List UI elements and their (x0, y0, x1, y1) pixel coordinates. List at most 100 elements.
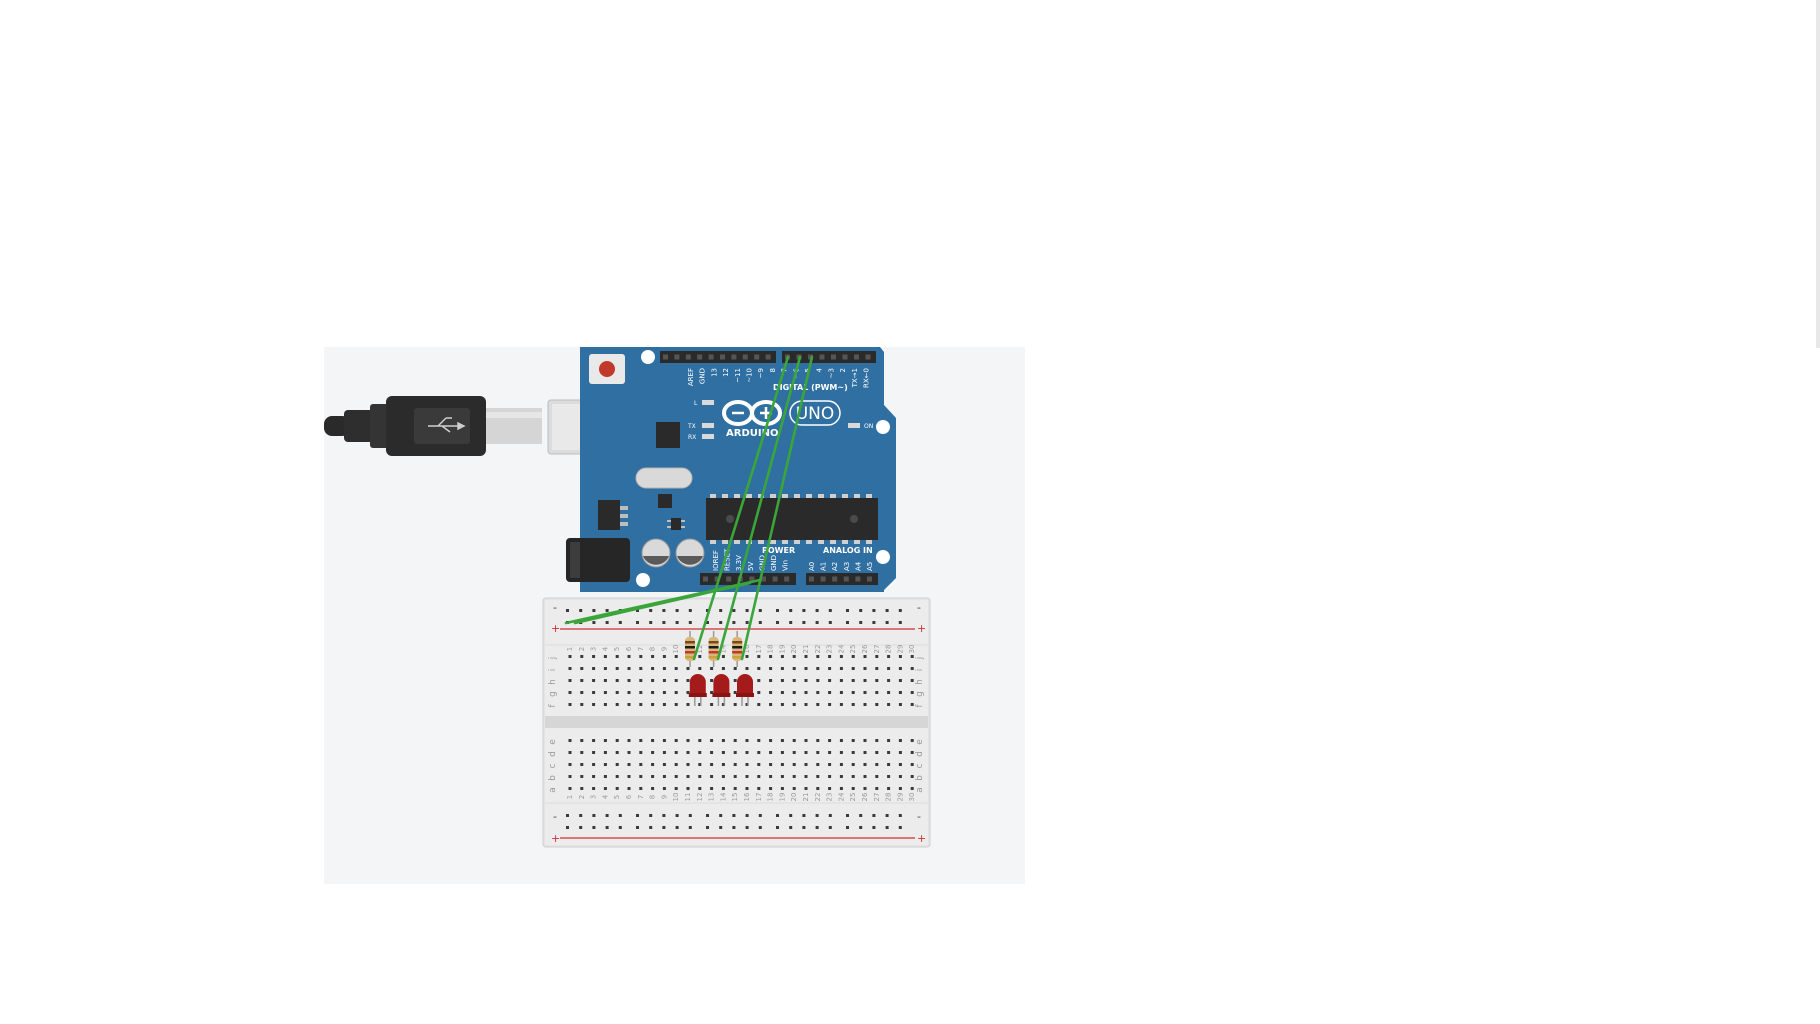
resistor[interactable] (732, 631, 743, 667)
power-pin-label: RESET (724, 548, 732, 571)
arduino-logo-text: ARDUINO (726, 428, 778, 439)
row-letter: a (548, 787, 558, 793)
row-letter: j (548, 657, 558, 661)
components[interactable] (685, 631, 754, 706)
column-number: 21 (802, 645, 810, 654)
column-number: 11 (684, 793, 692, 802)
digital-pin-label: ~11 (734, 368, 742, 383)
capacitor (675, 538, 705, 568)
column-number: 27 (873, 793, 881, 802)
row-letter: h (548, 679, 558, 685)
row-letter: d (915, 751, 925, 757)
digital-pin-label: ~9 (757, 368, 765, 378)
column-number: 18 (767, 793, 775, 802)
digital-pin-label: TX→1 (851, 368, 859, 388)
column-number: 2 (578, 795, 586, 799)
row-letter: d (548, 751, 558, 757)
column-number: 16 (743, 792, 751, 801)
column-number: 2 (578, 647, 586, 651)
column-number: 26 (861, 644, 869, 653)
column-number: 13 (708, 793, 716, 802)
svg-text:L: L (694, 400, 698, 407)
usb-icon (428, 417, 466, 433)
column-number: 26 (861, 792, 869, 801)
mounting-hole (876, 550, 890, 564)
row-letter: f (548, 704, 558, 708)
digital-header-left[interactable] (660, 351, 776, 363)
column-number: 5 (613, 795, 621, 799)
red-led[interactable] (688, 674, 707, 706)
column-number: 29 (896, 793, 904, 802)
analog-pin-label: A0 (808, 562, 816, 571)
column-number: 1 (566, 795, 574, 799)
column-number: 23 (826, 645, 834, 654)
column-number: 21 (802, 793, 810, 802)
jumper-wire[interactable] (740, 355, 814, 661)
column-number: 7 (637, 647, 645, 651)
column-number: 20 (790, 793, 798, 802)
digital-pin-label: RX←0 (863, 368, 871, 388)
column-number: 16 (743, 644, 751, 653)
column-number: 30 (908, 645, 916, 654)
power-pin-label: GND (770, 555, 778, 571)
column-number: 12 (696, 793, 704, 802)
resistor[interactable] (685, 631, 695, 667)
column-number: 1 (566, 647, 574, 651)
analog-pin-label: A2 (831, 562, 839, 571)
column-number: 14 (719, 644, 727, 653)
column-number: 6 (625, 794, 633, 799)
breadboard-holes[interactable] (566, 609, 914, 829)
mounting-hole (636, 573, 650, 587)
column-number: 9 (660, 647, 668, 651)
analog-pin-label: A5 (866, 562, 874, 571)
arduino-uno-board[interactable]: ARDUINO UNO DIGITAL (PWM~) POWER ANALOG … (566, 347, 896, 592)
column-number: 4 (601, 646, 609, 651)
svg-text:RX: RX (688, 434, 696, 441)
row-letter: c (548, 763, 558, 768)
column-number: 5 (613, 647, 621, 651)
column-number: 19 (778, 645, 786, 654)
mounting-hole (876, 420, 890, 434)
column-number: 23 (826, 793, 834, 802)
power-jack[interactable] (566, 538, 630, 582)
power-pin-label: 3.3V (735, 555, 743, 571)
reset-button[interactable] (589, 354, 625, 384)
rail-minus-label: - (553, 810, 557, 823)
column-number: 20 (790, 645, 798, 654)
column-number: 22 (814, 645, 822, 654)
column-number: 17 (755, 793, 763, 802)
digital-pin-label: ~10 (746, 368, 754, 383)
power-header[interactable] (700, 573, 796, 585)
analog-header[interactable] (806, 573, 878, 585)
column-number: 8 (649, 647, 657, 651)
resistor[interactable] (708, 631, 719, 667)
column-number: 9 (660, 795, 668, 799)
row-letter: h (915, 679, 925, 685)
wires[interactable] (564, 355, 814, 661)
rail-minus-label: - (917, 810, 921, 823)
red-led[interactable] (736, 674, 754, 706)
svg-text:TX: TX (687, 423, 696, 430)
digital-header-right[interactable] (782, 351, 876, 363)
jumper-wire[interactable] (692, 355, 790, 661)
uno-badge (789, 400, 841, 426)
column-number: 14 (719, 792, 727, 801)
power-label: POWER (762, 546, 795, 555)
column-number: 17 (755, 645, 763, 654)
jumper-wire[interactable] (716, 355, 802, 661)
column-number: 25 (849, 793, 857, 802)
analog-pin-label: A3 (843, 562, 851, 571)
digital-pin-label: GND (699, 368, 707, 384)
mounting-hole (641, 350, 655, 364)
red-led[interactable] (712, 674, 731, 706)
panel-edge (1816, 0, 1820, 348)
jumper-wire[interactable] (573, 581, 752, 625)
row-letter: g (915, 691, 925, 697)
analog-pin-label: A1 (820, 562, 828, 571)
model-text: UNO (796, 404, 835, 424)
power-pin-label: IOREF (712, 550, 720, 571)
small-chip (658, 494, 672, 508)
